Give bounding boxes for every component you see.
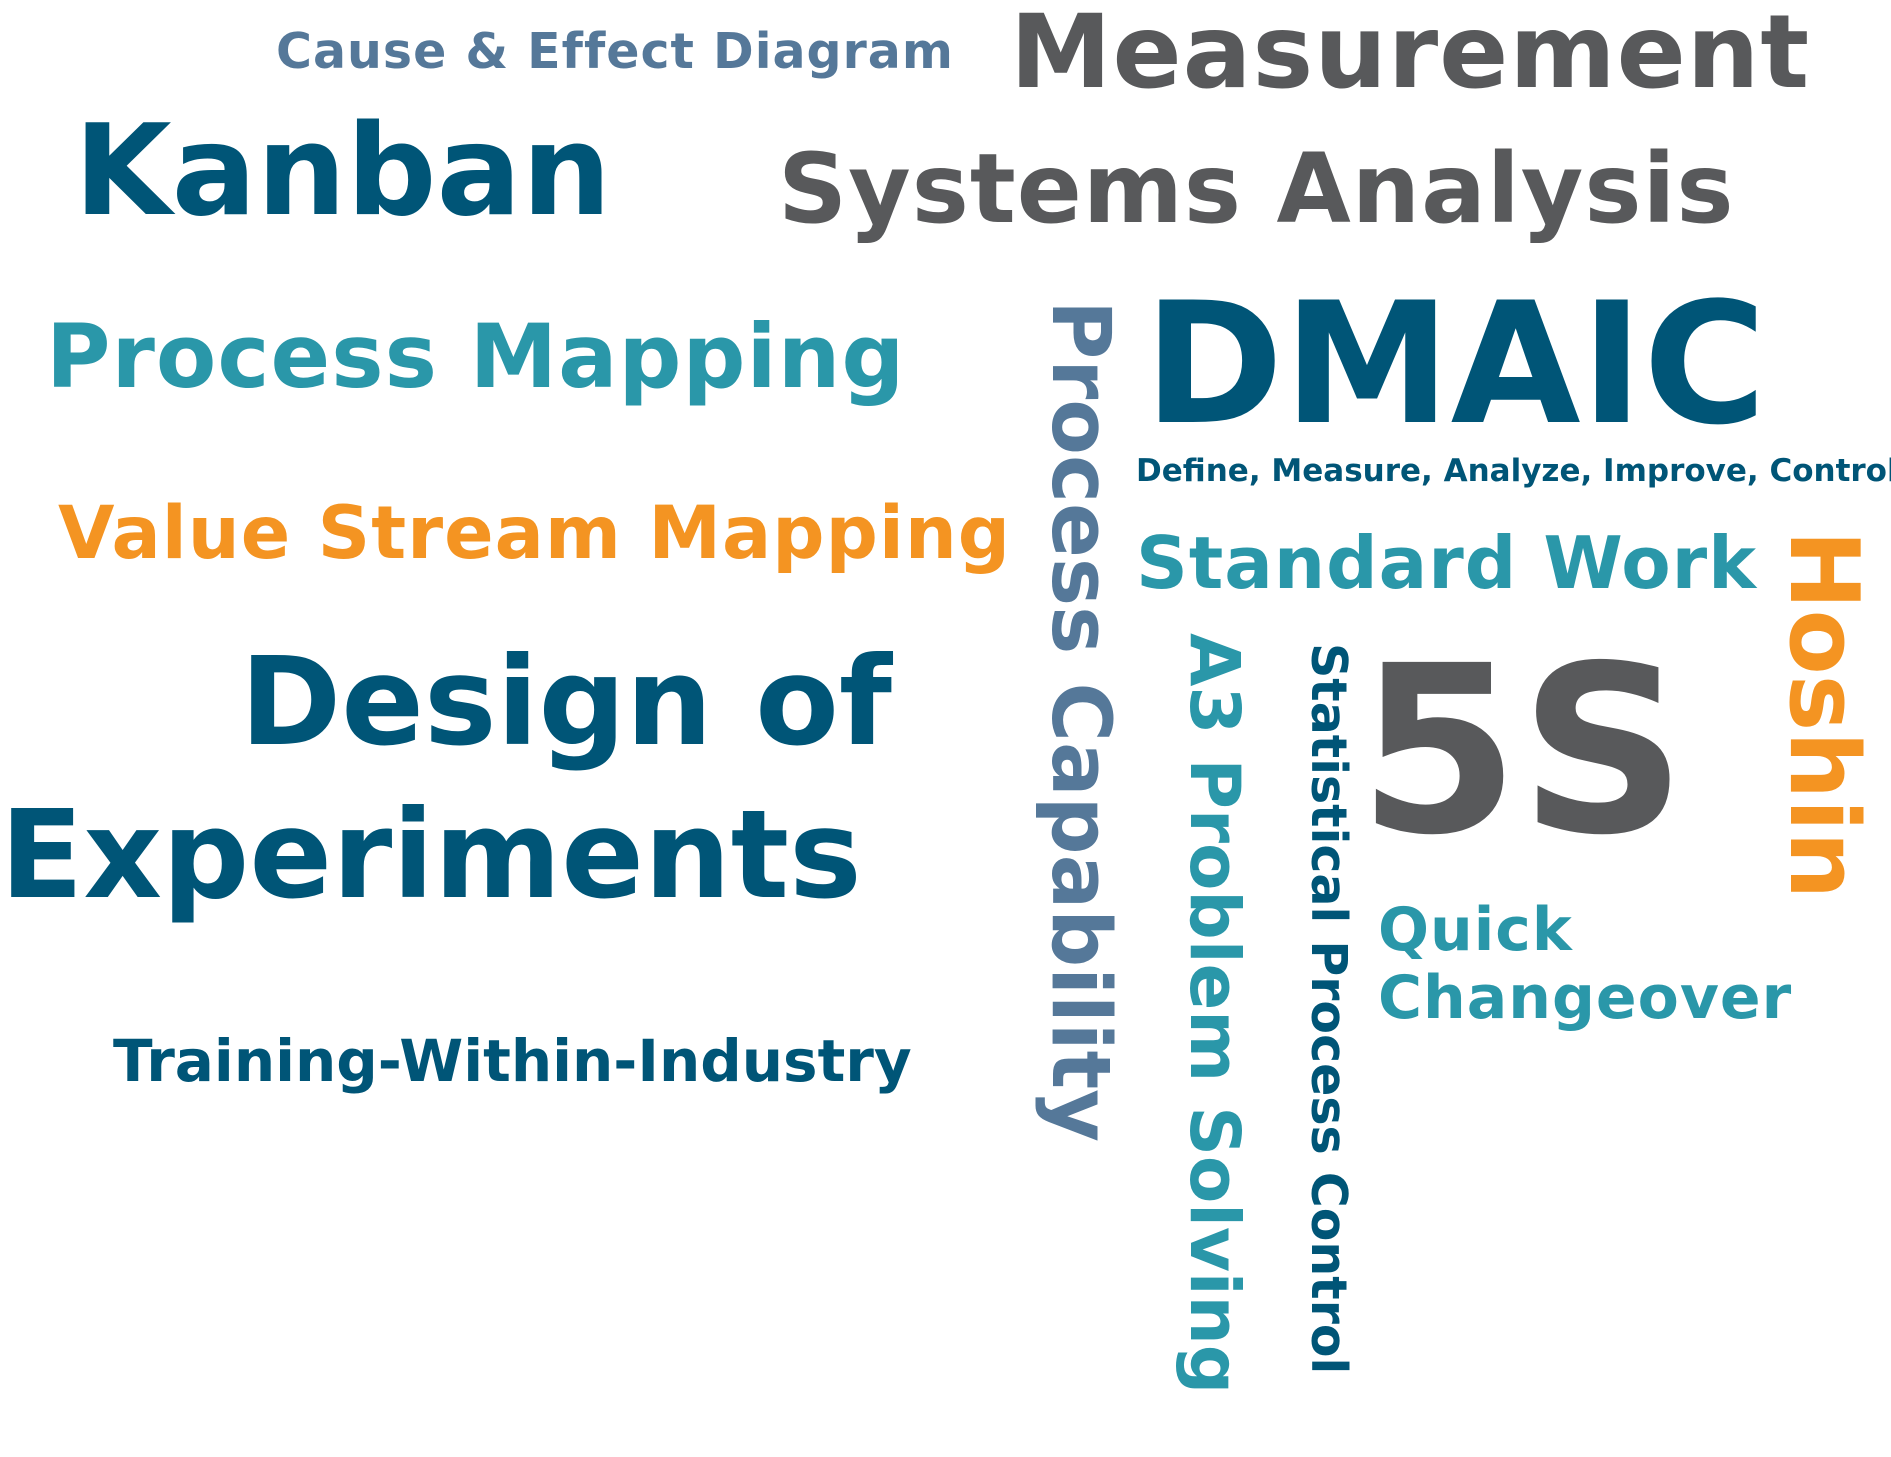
word-cause-and-effect-diagram: Cause & Effect Diagram <box>276 23 954 80</box>
word-dmaic-expansion: Define, Measure, Analyze, Improve, Contr… <box>1136 453 1891 489</box>
word-dmaic: DMAIC <box>1144 266 1767 462</box>
word-quick-changeover-line1: Quick <box>1378 895 1573 965</box>
word-value-stream-mapping: Value Stream Mapping <box>58 491 1012 576</box>
word-5s: 5S <box>1358 616 1687 886</box>
word-process-mapping: Process Mapping <box>46 305 906 408</box>
word-hoshin: Hoshin <box>1768 530 1878 900</box>
word-process-capability: Process Capability <box>1033 300 1127 1143</box>
word-measurement: Measurement <box>1010 0 1811 112</box>
word-standard-work: Standard Work <box>1136 521 1758 605</box>
word-quick-changeover-line2: Changeover <box>1378 963 1793 1033</box>
word-training-within-industry: Training-Within-Industry <box>113 1027 912 1095</box>
word-design-of-experiments-line2: Experiments <box>0 784 862 926</box>
word-a3-problem-solving: A3 Problem Solving <box>1174 633 1254 1395</box>
word-kanban: Kanban <box>74 97 612 244</box>
word-design-of-experiments-line1: Design of <box>240 631 892 773</box>
word-statistical-process-control: Statistical Process Control <box>1300 643 1357 1375</box>
word-systems-analysis: Systems Analysis <box>778 133 1735 245</box>
